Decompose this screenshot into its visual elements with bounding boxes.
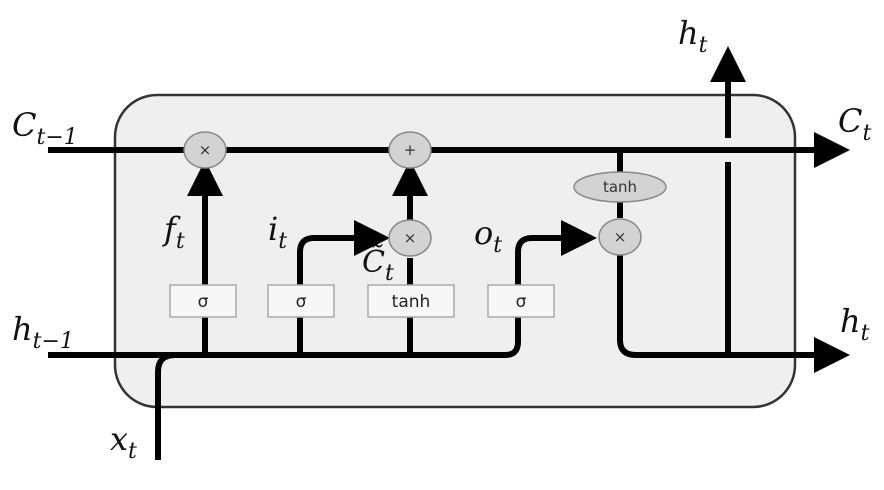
cell-add-node: + — [388, 131, 432, 169]
candidate-gate-box: tanh — [367, 284, 455, 318]
cell-tanh-label: tanh — [603, 178, 637, 196]
input-multiply-node: × — [388, 219, 432, 257]
forget-gate-box: σ — [169, 284, 237, 318]
cell-tanh-node: tanh — [573, 171, 667, 203]
label-o-t: ot — [474, 214, 502, 258]
label-h-prev: ht−1 — [12, 310, 74, 354]
hidden-state-output-line — [617, 255, 850, 373]
input-x-line — [155, 352, 176, 460]
label-c-prev: Ct−1 — [12, 106, 78, 150]
forget-multiply-symbol: × — [199, 141, 212, 159]
label-c-tilde: C̃t — [362, 245, 394, 286]
forget-gate-label: σ — [198, 292, 209, 312]
candidate-gate-label: tanh — [392, 292, 431, 312]
input-multiply-symbol: × — [404, 229, 417, 247]
label-h-t-top: ht — [678, 14, 708, 58]
output-gate-box: σ — [487, 284, 555, 318]
label-x-t: xt — [110, 420, 137, 464]
output-gate-label: σ — [516, 292, 527, 312]
input-gate-line — [297, 220, 390, 355]
input-gate-label: σ — [296, 292, 307, 312]
label-i-t: it — [268, 210, 287, 254]
output-multiply-symbol: × — [614, 228, 627, 246]
cell-add-symbol: + — [404, 141, 417, 159]
input-gate-box: σ — [267, 284, 335, 318]
output-multiply-node: × — [598, 218, 642, 256]
label-h-t-out: ht — [840, 302, 870, 346]
forget-multiply-node: × — [183, 131, 227, 169]
label-c-t: Ct — [838, 102, 871, 146]
